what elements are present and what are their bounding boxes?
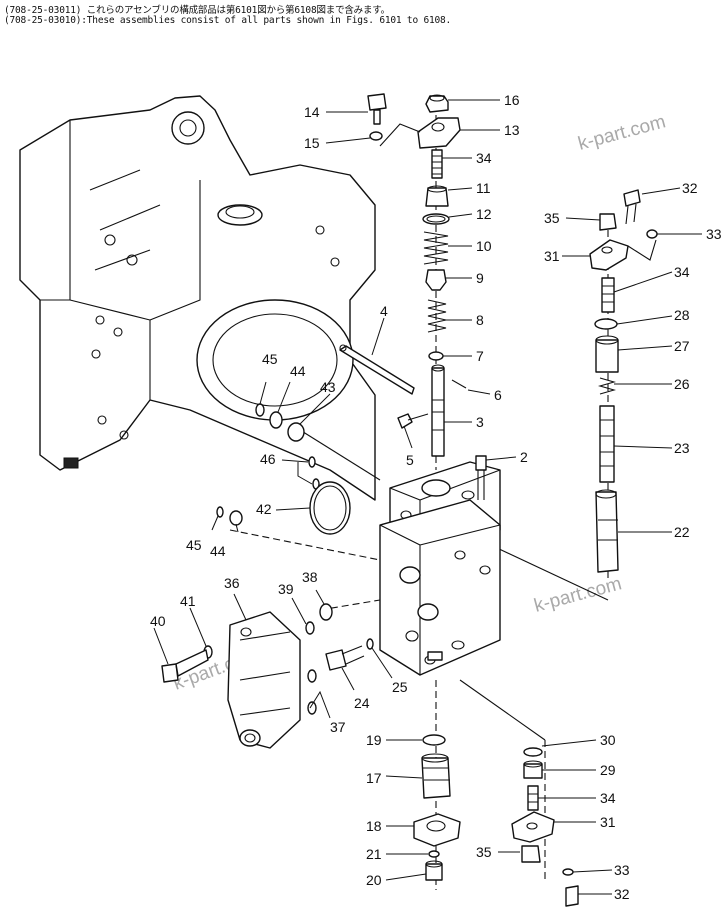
callout-32: 32 [682, 180, 698, 196]
callout-12: 12 [476, 206, 492, 222]
callout-18: 18 [366, 818, 382, 834]
callout-2: 2 [520, 449, 528, 465]
callout-10: 10 [476, 238, 492, 254]
header-note-japanese: (708-25-03011) これらのアセンブリの構成部品は第6101図から第6… [4, 5, 390, 16]
callout-30: 30 [600, 732, 616, 748]
leader-lines [153, 99, 702, 895]
callout-32: 32 [614, 886, 630, 902]
callout-37: 37 [330, 719, 346, 735]
callout-6: 6 [494, 387, 502, 403]
callout-38: 38 [302, 569, 318, 585]
callout-27: 27 [674, 338, 690, 354]
callout-31: 31 [600, 814, 616, 830]
callout-9: 9 [476, 270, 484, 286]
callout-labels: 14 15 16 13 34 11 12 10 9 8 7 6 4 3 5 2 … [150, 92, 722, 902]
callout-7: 7 [476, 348, 484, 364]
callout-33: 33 [614, 862, 630, 878]
callout-8: 8 [476, 312, 484, 328]
callout-24: 24 [354, 695, 370, 711]
callout-36: 36 [224, 575, 240, 591]
callout-17: 17 [366, 770, 382, 786]
callout-35: 35 [544, 210, 560, 226]
callout-3: 3 [476, 414, 484, 430]
callout-4: 4 [380, 303, 388, 319]
callout-34: 34 [476, 150, 492, 166]
callout-20: 20 [366, 872, 382, 888]
right-stack [511, 189, 658, 907]
callout-26: 26 [674, 376, 690, 392]
callout-45: 45 [262, 351, 278, 367]
callout-33: 33 [706, 226, 722, 242]
watermark: k-part.com [532, 573, 624, 617]
callout-31: 31 [544, 248, 560, 264]
callout-22: 22 [674, 524, 690, 540]
callout-45: 45 [186, 537, 202, 553]
callout-5: 5 [406, 452, 414, 468]
callout-16: 16 [504, 92, 520, 108]
callout-15: 15 [304, 135, 320, 151]
callout-14: 14 [304, 104, 320, 120]
callout-44: 44 [290, 363, 306, 379]
header-note-english: (708-25-03010):These assemblies consist … [4, 15, 452, 26]
callout-11: 11 [476, 180, 491, 196]
callout-13: 13 [504, 122, 520, 138]
callout-46: 46 [260, 451, 276, 467]
valve-body [379, 461, 501, 676]
callout-35: 35 [476, 844, 492, 860]
watermark: k-part.com [576, 111, 668, 155]
callout-28: 28 [674, 307, 690, 323]
callout-19: 19 [366, 732, 382, 748]
callout-42: 42 [256, 501, 272, 517]
callout-40: 40 [150, 613, 166, 629]
callout-39: 39 [278, 581, 294, 597]
callout-29: 29 [600, 762, 616, 778]
transmission-case [19, 95, 376, 501]
callout-44: 44 [210, 543, 226, 559]
callout-25: 25 [392, 679, 408, 695]
callout-41: 41 [180, 593, 196, 609]
center-stack [339, 93, 487, 881]
callout-21: 21 [366, 846, 382, 862]
callout-34: 34 [674, 264, 690, 280]
left-parts [161, 403, 374, 749]
callout-43: 43 [320, 379, 336, 395]
callout-23: 23 [674, 440, 690, 456]
callout-34: 34 [600, 790, 616, 806]
